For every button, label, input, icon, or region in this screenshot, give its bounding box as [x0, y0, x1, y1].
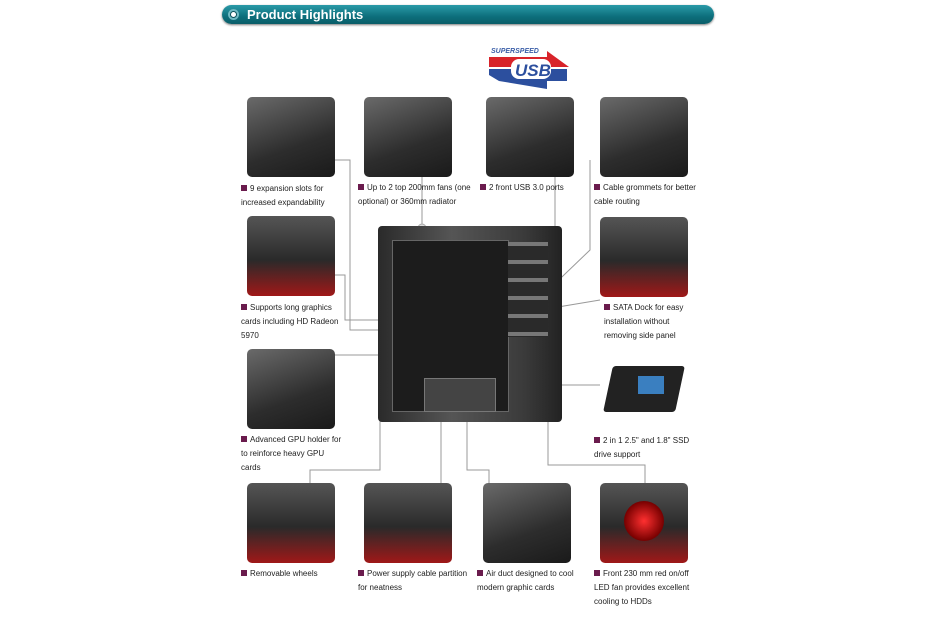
air-duct-photo	[483, 483, 571, 563]
feature-label: Removable wheels	[241, 567, 351, 581]
usb-ports-photo	[486, 97, 574, 177]
feature-label: SATA Dock for easy installation without …	[604, 303, 684, 340]
case-interior-photo	[378, 226, 562, 422]
svg-text:USB: USB	[515, 61, 551, 80]
feature-label: Power supply cable partition for neatnes…	[358, 569, 468, 592]
expansion-slots-photo	[247, 97, 335, 177]
bullet-icon	[228, 9, 239, 20]
sata-dock-photo	[600, 217, 688, 297]
feature-label: Cable grommets for better cable routing	[594, 183, 696, 206]
cable-grommets-photo	[600, 97, 688, 177]
section-header: Product Highlights	[222, 5, 714, 24]
feature-label: Supports long graphics cards including H…	[241, 303, 339, 340]
wheels-photo	[247, 483, 335, 563]
feature-label: Air duct designed to cool modern graphic…	[477, 569, 574, 592]
front-fan-photo	[600, 483, 688, 563]
graphics-card-photo	[247, 216, 335, 296]
feature-label: Front 230 mm red on/off LED fan provides…	[594, 569, 690, 606]
feature-label: 2 in 1 2.5" and 1.8" SSD drive support	[594, 436, 690, 459]
section-title: Product Highlights	[247, 7, 364, 22]
gpu-holder-photo	[247, 349, 335, 429]
feature-label: Up to 2 top 200mm fans (one optional) or…	[358, 183, 471, 206]
feature-label: Advanced GPU holder for to reinforce hea…	[241, 435, 342, 472]
feature-label: 9 expansion slots for increased expandab…	[241, 184, 325, 207]
psu-partition-photo	[364, 483, 452, 563]
top-fans-photo	[364, 97, 452, 177]
ssd-tray-photo	[600, 350, 688, 430]
feature-label: 2 front USB 3.0 ports	[480, 181, 590, 195]
superspeed-usb-logo: SUPERSPEED USB	[489, 48, 569, 89]
svg-text:SUPERSPEED: SUPERSPEED	[491, 48, 539, 55]
